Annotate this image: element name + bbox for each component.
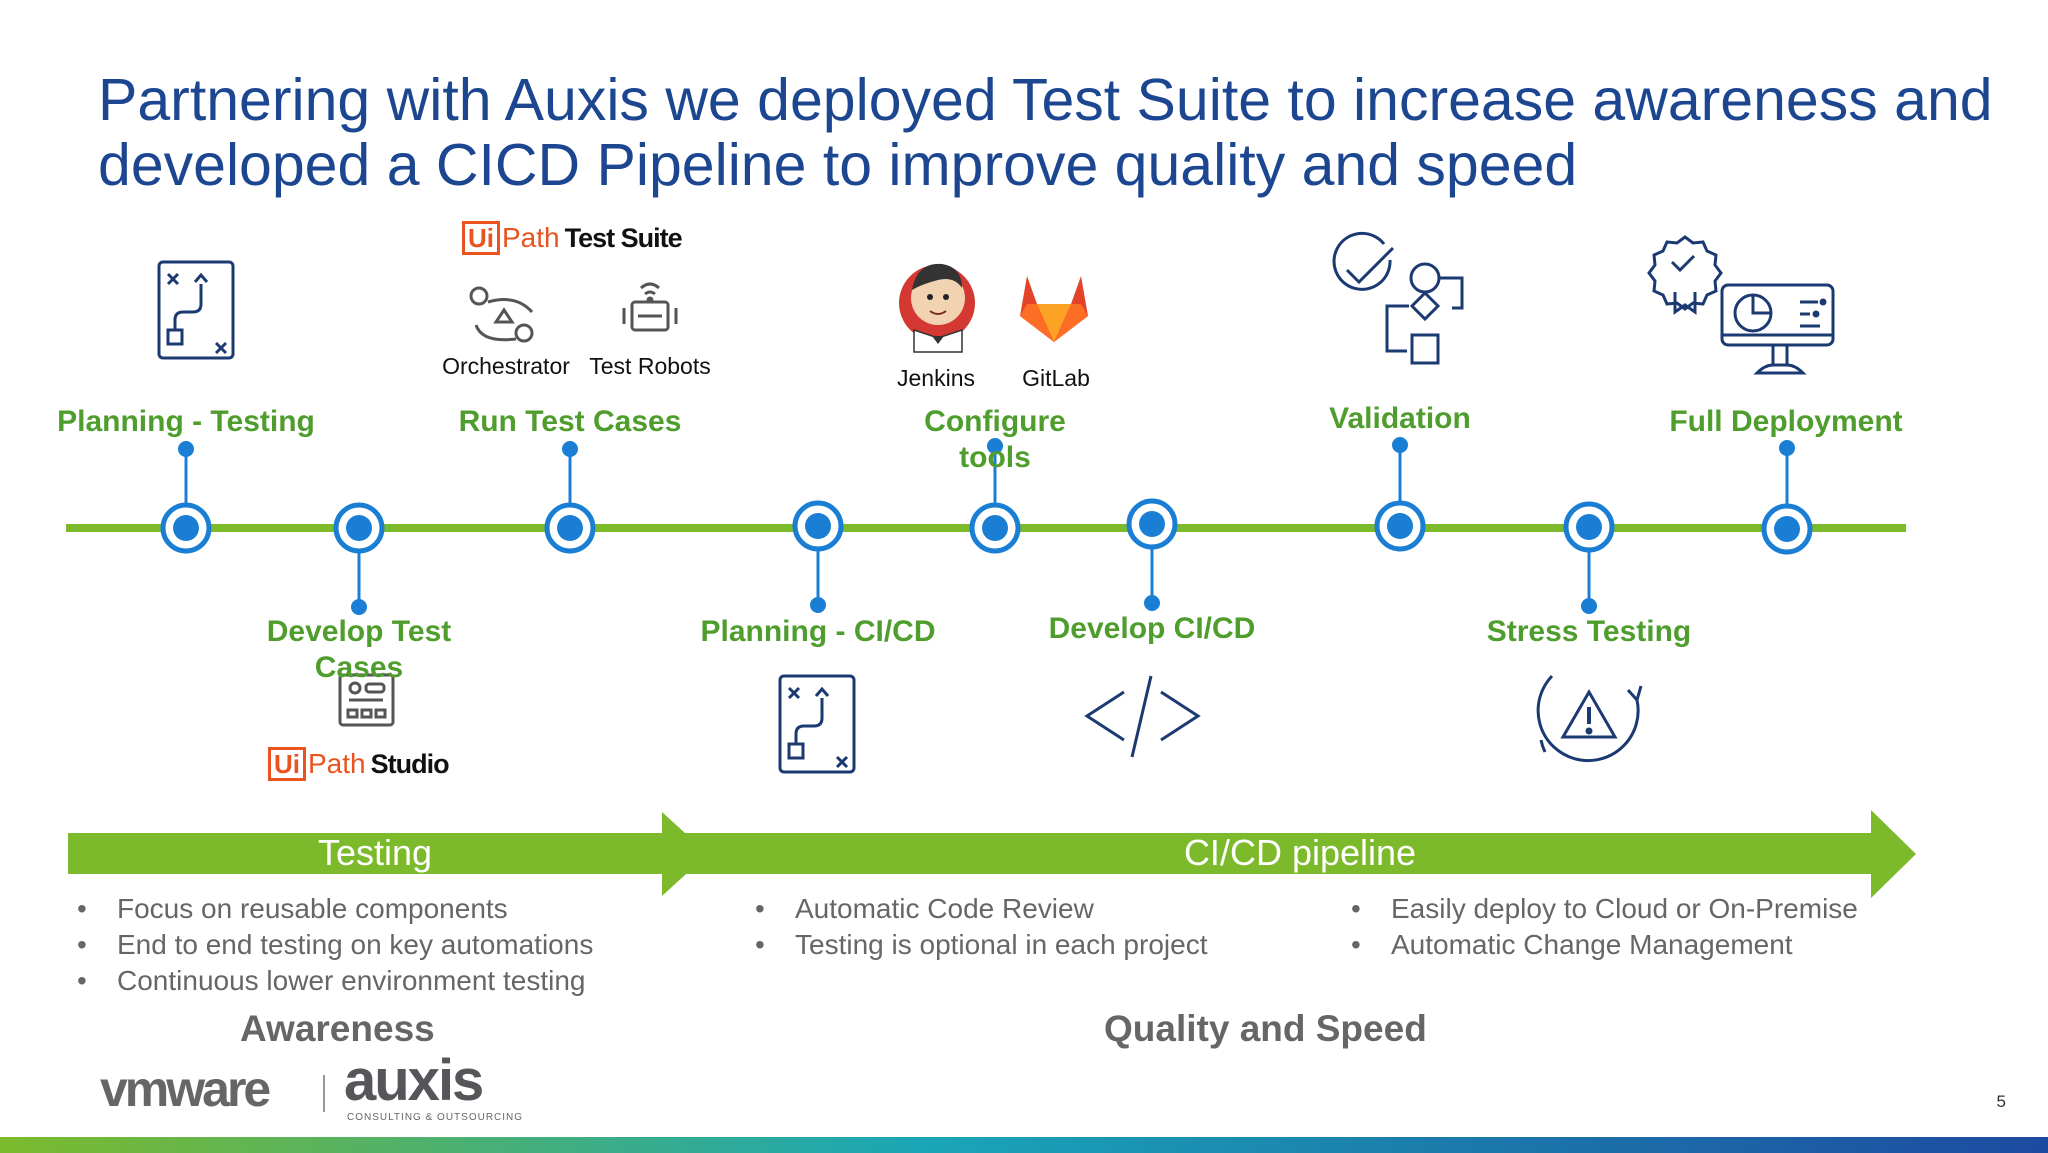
stem-dots [178, 437, 1795, 615]
list-item: Automatic Code Review [755, 891, 1353, 927]
milestone-planning-testing: Planning - Testing [57, 405, 315, 438]
list-item: End to end testing on key automations [77, 927, 595, 963]
page-number: 5 [1996, 1092, 2006, 1111]
node-8 [1563, 501, 1615, 553]
quality-speed-label: Quality and Speed [1104, 1008, 1427, 1049]
milestone-stress-testing: Stress Testing [1486, 615, 1692, 648]
gitlab-icon [1020, 276, 1088, 342]
jenkins-label: Jenkins [897, 365, 975, 391]
node-2 [333, 502, 385, 554]
vmware-logo: vmware [100, 1061, 271, 1117]
milestone-validation: Validation [1329, 402, 1471, 435]
orchestrator-label: Orchestrator [442, 353, 570, 379]
studio-icon [338, 673, 395, 727]
testing-arrow [68, 812, 708, 896]
list-item: Continuous lower environment testing [77, 963, 595, 999]
cicd-bullets-right: Easily deploy to Cloud or On-Premise Aut… [1349, 891, 1969, 963]
testing-bullets: Focus on reusable components End to end … [75, 891, 595, 999]
list-item: Focus on reusable components [77, 891, 595, 927]
gitlab-label: GitLab [1022, 365, 1090, 391]
auxis-tagline: CONSULTING & OUTSOURCING [347, 1112, 524, 1123]
list-item: Testing is optional in each project [755, 927, 1353, 963]
orchestrator-icon [469, 286, 534, 343]
milestone-run-test-cases: Run Test Cases [458, 405, 682, 438]
list-item: Easily deploy to Cloud or On-Premise [1351, 891, 1969, 927]
stems [184, 446, 1789, 607]
code-icon [1084, 675, 1201, 758]
node-3 [544, 502, 596, 554]
warning-icon [1536, 674, 1643, 763]
slide-title: Partnering with Auxis we deployed Test S… [98, 67, 1993, 198]
node-6 [1126, 498, 1178, 550]
milestone-planning-cicd: Planning - CI/CD [700, 615, 936, 648]
deployment-icon [1647, 235, 1835, 375]
test-robots-icon [622, 282, 678, 332]
milestone-full-deployment: Full Deployment [1669, 405, 1903, 438]
timeline-nodes [160, 498, 1813, 555]
roadmap-icon-2 [778, 674, 856, 774]
node-9 [1761, 503, 1813, 555]
node-7 [1374, 500, 1426, 552]
awareness-label: Awareness [240, 1008, 435, 1049]
cicd-arrow [672, 810, 1916, 898]
milestone-configure-tools: Configure tools [924, 405, 1066, 474]
cicd-phase-label: CI/CD pipeline [1183, 832, 1417, 873]
validation-icon [1332, 231, 1464, 365]
cicd-bullets-left: Automatic Code Review Testing is optiona… [753, 891, 1353, 963]
test-robots-label: Test Robots [589, 353, 711, 379]
node-4 [792, 500, 844, 552]
node-5 [969, 502, 1021, 554]
milestone-develop-test-cases: Develop Test Cases [266, 615, 452, 684]
milestone-develop-cicd: Develop CI/CD [1048, 612, 1256, 645]
testing-phase-label: Testing [317, 832, 433, 873]
bottom-gradient-bar [0, 1137, 2048, 1153]
node-1 [160, 502, 212, 554]
jenkins-icon [899, 263, 975, 353]
roadmap-icon [157, 260, 235, 360]
list-item: Automatic Change Management [1351, 927, 1969, 963]
auxis-logo: auxis [344, 1048, 484, 1113]
